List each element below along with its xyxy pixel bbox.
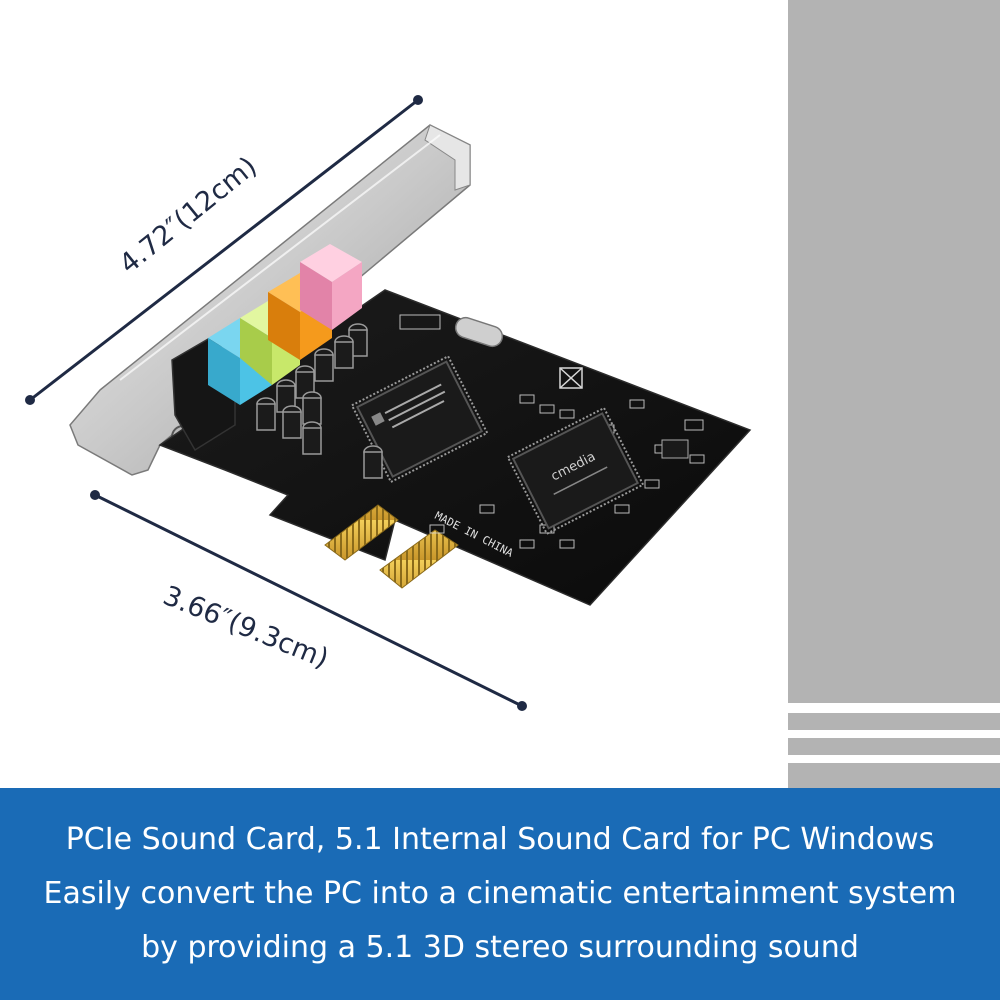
audio-chip-2: cmedia [506, 406, 645, 536]
width-dimension-line [25, 95, 423, 405]
capacitors [256, 323, 383, 479]
length-dimension-line [90, 490, 527, 711]
sound-card-photo: cmedia MADE IN CHINA [25, 95, 752, 711]
audio-chip-1 [350, 354, 489, 484]
crystal-oscillator [454, 316, 504, 348]
gray-side-panel [788, 0, 1000, 703]
gray-stripe-3 [788, 763, 1000, 788]
audio-jacks [171, 244, 362, 452]
gray-stripe-1 [788, 713, 1000, 730]
caption-line-2: Easily convert the PC into a cinematic e… [43, 876, 957, 911]
pcie-contacts [324, 504, 399, 561]
gray-stripe-2 [788, 738, 1000, 755]
recycle-mark-icon [559, 367, 583, 389]
caption-line-1: PCIe Sound Card, 5.1 Internal Sound Card… [65, 822, 935, 857]
jack-pink [300, 244, 362, 330]
pcb-board: cmedia MADE IN CHINA [158, 289, 752, 606]
caption-band: PCIe Sound Card, 5.1 Internal Sound Card… [0, 788, 1000, 1000]
caption-line-3: by providing a 5.1 3D stereo surrounding… [141, 930, 859, 965]
